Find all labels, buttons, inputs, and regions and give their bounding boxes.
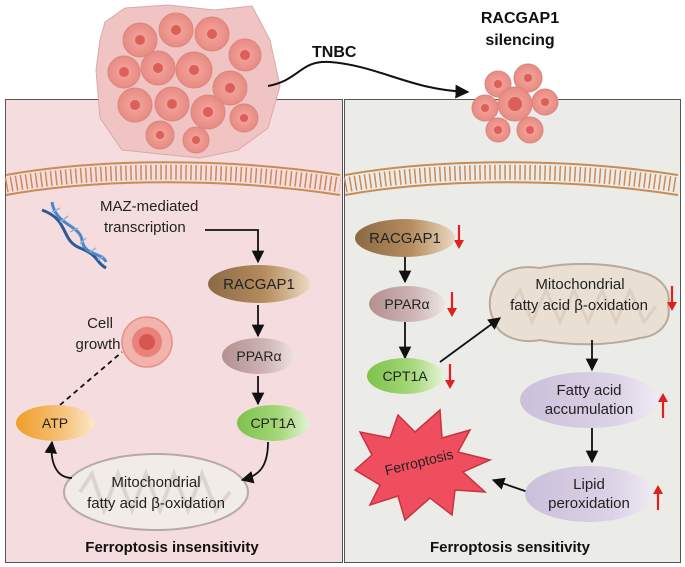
cell-growth-label-line2: growth bbox=[75, 336, 121, 353]
right-cpt1a-node: CPT1A bbox=[367, 358, 443, 394]
lipid-up-arrow-icon bbox=[653, 485, 663, 510]
left-footer-label: Ferroptosis insensitivity bbox=[85, 539, 259, 556]
left-ppar-node: PPARα bbox=[222, 338, 296, 374]
left-membrane bbox=[4, 161, 342, 196]
cell-growth-icon bbox=[121, 316, 173, 368]
right-ppar-node: PPARα bbox=[369, 286, 445, 322]
cpt1a-down-arrow-icon bbox=[445, 364, 455, 389]
left-cpt1a-node: CPT1A bbox=[237, 405, 309, 441]
fatty-label-line1: Fatty acid bbox=[556, 382, 622, 399]
lipid-peroxidation-node: Lipid peroxidation bbox=[525, 466, 653, 522]
racgap1-silencing-label-line2: silencing bbox=[485, 32, 555, 49]
right-mito-label-line1: Mitochondrial bbox=[535, 276, 625, 293]
left-mito-label-line1: Mitochondrial bbox=[111, 474, 201, 491]
left-mito-label-line2: fatty acid β-oxidation bbox=[87, 495, 225, 512]
cell-growth-label-line1: Cell bbox=[87, 315, 113, 332]
lipid-label-line2: peroxidation bbox=[548, 495, 630, 512]
tumor-tissue-icon bbox=[95, 4, 281, 159]
fatty-up-arrow-icon bbox=[658, 393, 668, 418]
racgap1-silencing-label-line1: RACGAP1 bbox=[480, 10, 560, 27]
mito-down-arrow-icon bbox=[667, 286, 677, 311]
right-membrane bbox=[343, 161, 680, 196]
small-tumor-icon bbox=[471, 63, 559, 144]
red-indicator-arrows bbox=[445, 225, 677, 510]
right-footer-label: Ferroptosis sensitivity bbox=[429, 539, 591, 556]
maz-label-line1: MAZ-mediated bbox=[100, 198, 199, 215]
right-mito-label-line2: fatty acid β-oxidation bbox=[510, 297, 648, 314]
left-mitochondrion-icon bbox=[63, 453, 249, 531]
fatty-acid-accumulation-node: Fatty acid accumulation bbox=[520, 372, 658, 428]
ppar-down-arrow-icon bbox=[447, 292, 457, 317]
right-racgap1-node: RACGAP1 bbox=[355, 219, 455, 257]
racgap1-down-arrow-icon bbox=[454, 225, 464, 249]
tnbc-arrow bbox=[267, 60, 470, 99]
left-arrows bbox=[44, 229, 269, 484]
right-mitochondrion-icon bbox=[488, 262, 670, 346]
atp-node: ATP bbox=[16, 405, 94, 441]
dna-helix-icon bbox=[41, 201, 108, 270]
fatty-label-line2: accumulation bbox=[544, 401, 634, 418]
right-arrows bbox=[398, 257, 599, 493]
left-racgap1-node: RACGAP1 bbox=[208, 265, 310, 303]
tnbc-label: TNBC bbox=[312, 44, 357, 61]
ferroptosis-star-icon bbox=[353, 408, 493, 522]
maz-label-line2: transcription bbox=[104, 219, 186, 236]
lipid-label-line1: Lipid bbox=[573, 476, 605, 493]
